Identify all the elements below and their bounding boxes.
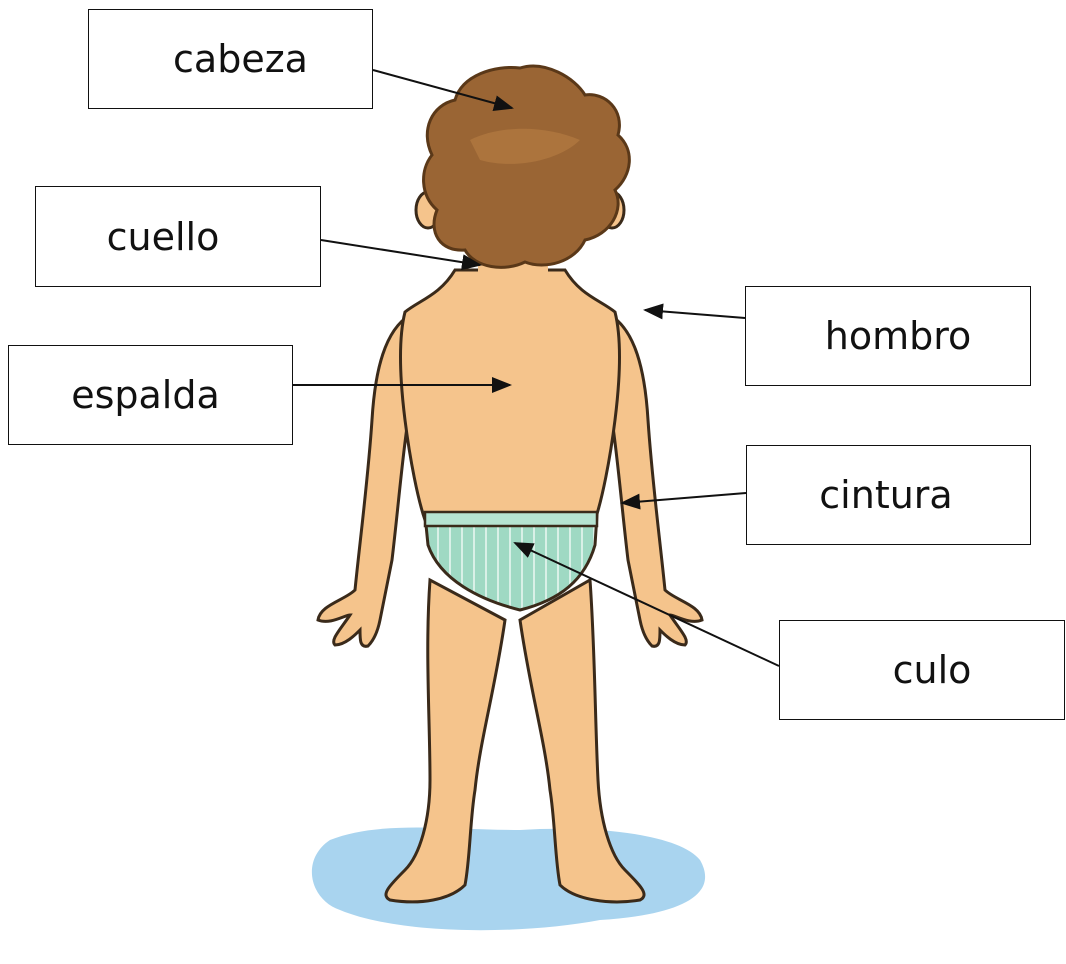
label-espalda: espalda [71, 373, 220, 417]
label-box-espalda: espalda [8, 345, 293, 445]
underwear [423, 513, 599, 612]
left-arm [316, 312, 412, 648]
label-cintura: cintura [819, 473, 953, 517]
label-box-cuello: cuello [35, 186, 321, 287]
waistband [423, 510, 599, 528]
label-cabeza: cabeza [173, 37, 308, 81]
hair [422, 64, 631, 269]
arrow-cintura [620, 492, 747, 510]
label-box-culo: culo [779, 620, 1065, 720]
left-leg [384, 577, 507, 904]
label-culo: culo [892, 648, 972, 692]
hair-highlight [470, 128, 580, 164]
label-cuello: cuello [106, 214, 220, 259]
label-box-cabeza: cabeza [88, 9, 373, 109]
right-arm [608, 312, 704, 648]
torso [398, 268, 622, 522]
water-puddle [311, 827, 706, 931]
label-box-hombro: hombro [745, 286, 1031, 386]
right-leg [518, 577, 646, 904]
arrow-cuello [320, 239, 482, 271]
arrow-culo [513, 542, 780, 667]
arrow-hombro [643, 303, 746, 320]
label-box-cintura: cintura [746, 445, 1031, 545]
label-hombro: hombro [824, 314, 972, 358]
arrow-cabeza [372, 69, 514, 111]
